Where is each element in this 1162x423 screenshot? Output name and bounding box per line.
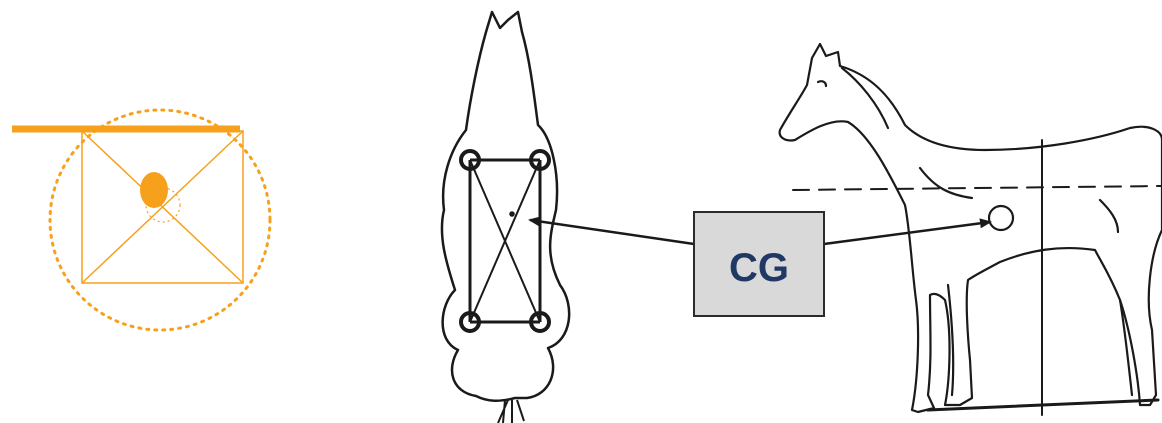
hoof-point <box>529 149 551 171</box>
offset-circle <box>145 187 181 223</box>
horse-top-outline <box>440 10 571 402</box>
hoof-point <box>459 311 481 333</box>
balance-diagram-icon <box>12 108 272 332</box>
horse-mane-detail <box>840 66 1120 234</box>
cg-text: CG <box>729 246 789 290</box>
ground-line <box>926 398 1160 412</box>
horse-side-outline <box>778 42 1162 414</box>
cg-dot <box>140 172 168 208</box>
support-frame <box>81 130 244 284</box>
arrow-to-side-view <box>823 218 992 246</box>
side-cg-point <box>987 204 1015 232</box>
horse-top-view-icon <box>440 10 571 423</box>
horse-tail <box>497 399 525 423</box>
top-cg-point <box>509 211 515 217</box>
cg-label-box: CG <box>693 211 825 317</box>
arrow-to-top-view <box>528 216 695 246</box>
horse-eye <box>816 80 828 88</box>
reference-dashed-line <box>792 185 1162 191</box>
gravity-circle <box>48 108 272 332</box>
horse-legs-inner <box>946 283 1134 397</box>
frame-diagonal-b <box>81 130 244 284</box>
cg-box <box>693 211 825 317</box>
horse-side-view-icon <box>778 42 1162 416</box>
hoof-point <box>459 149 481 171</box>
support-diagonal <box>469 159 541 323</box>
hoof-point <box>529 311 551 333</box>
